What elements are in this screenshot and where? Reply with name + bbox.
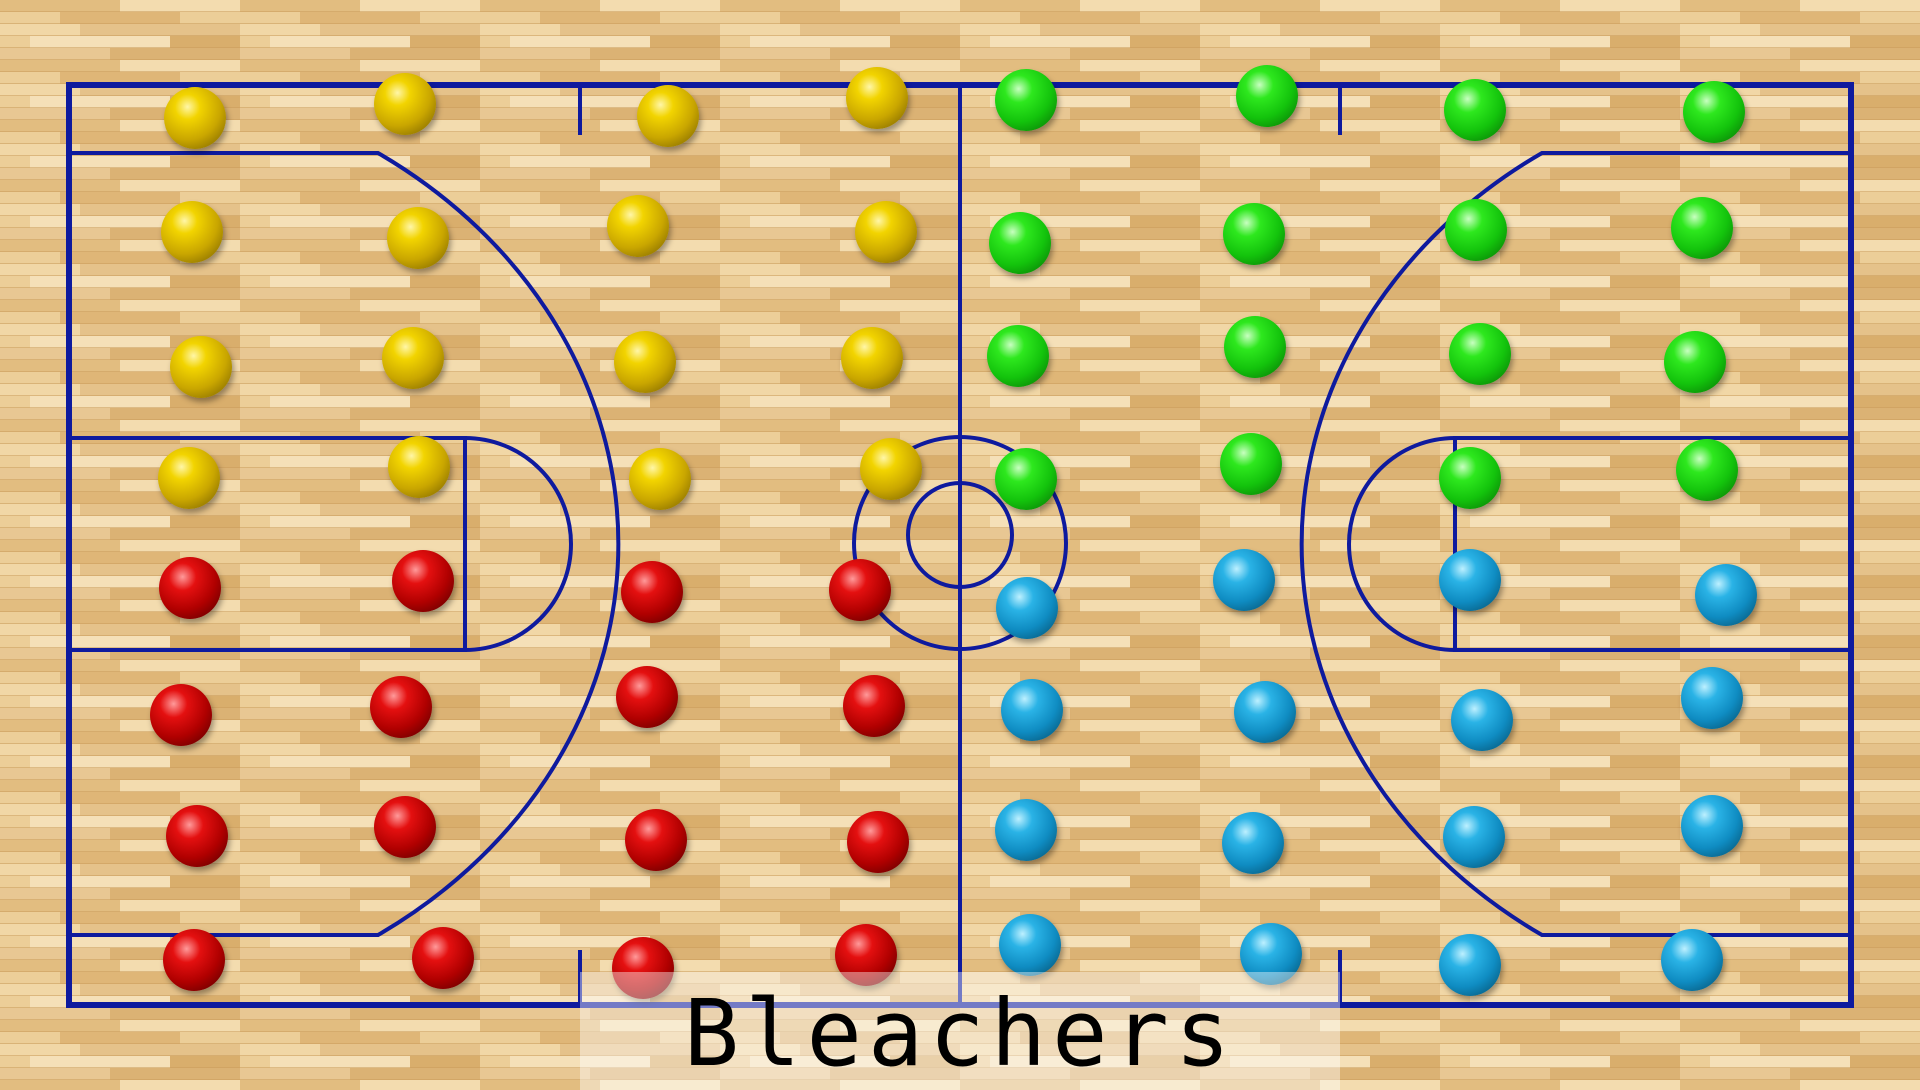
yellow-ball-2[interactable] — [374, 73, 436, 135]
bleachers-area[interactable]: Bleachers — [580, 972, 1340, 1090]
green-ball-1[interactable] — [995, 69, 1057, 131]
yellow-ball-8[interactable] — [855, 201, 917, 263]
yellow-ball-3[interactable] — [637, 85, 699, 147]
red-ball-10[interactable] — [374, 796, 436, 858]
left-free-throw-arc — [464, 436, 573, 652]
red-ball-4[interactable] — [829, 559, 891, 621]
green-ball-10[interactable] — [1224, 316, 1286, 378]
green-ball-5[interactable] — [989, 212, 1051, 274]
left-three-point-line — [69, 151, 621, 937]
red-ball-6[interactable] — [370, 676, 432, 738]
right-key — [1453, 436, 1853, 652]
blue-ball-3[interactable] — [1439, 549, 1501, 611]
red-ball-3[interactable] — [621, 561, 683, 623]
green-ball-4[interactable] — [1683, 81, 1745, 143]
red-ball-5[interactable] — [150, 684, 212, 746]
blue-ball-13[interactable] — [999, 914, 1061, 976]
red-ball-14[interactable] — [412, 927, 474, 989]
blue-ball-15[interactable] — [1439, 934, 1501, 996]
center-circle-outer — [852, 435, 1068, 651]
green-ball-7[interactable] — [1445, 199, 1507, 261]
red-ball-11[interactable] — [625, 809, 687, 871]
red-ball-1[interactable] — [159, 557, 221, 619]
green-ball-11[interactable] — [1449, 323, 1511, 385]
red-ball-16[interactable] — [835, 924, 897, 986]
red-ball-15[interactable] — [612, 937, 674, 999]
right-free-throw-arc — [1347, 436, 1456, 652]
green-ball-15[interactable] — [1439, 447, 1501, 509]
red-ball-12[interactable] — [847, 811, 909, 873]
red-ball-8[interactable] — [843, 675, 905, 737]
red-ball-13[interactable] — [163, 929, 225, 991]
green-ball-14[interactable] — [1220, 433, 1282, 495]
blue-ball-11[interactable] — [1443, 806, 1505, 868]
blue-ball-1[interactable] — [996, 577, 1058, 639]
blue-ball-14[interactable] — [1240, 923, 1302, 985]
blue-ball-5[interactable] — [1001, 679, 1063, 741]
yellow-ball-7[interactable] — [607, 195, 669, 257]
yellow-ball-4[interactable] — [846, 67, 908, 129]
left-key — [67, 436, 467, 652]
green-ball-9[interactable] — [987, 325, 1049, 387]
green-ball-16[interactable] — [1676, 439, 1738, 501]
green-ball-2[interactable] — [1236, 65, 1298, 127]
yellow-ball-10[interactable] — [382, 327, 444, 389]
green-ball-13[interactable] — [995, 448, 1057, 510]
red-ball-9[interactable] — [166, 805, 228, 867]
blue-ball-10[interactable] — [1222, 812, 1284, 874]
yellow-ball-15[interactable] — [629, 448, 691, 510]
yellow-ball-11[interactable] — [614, 331, 676, 393]
green-ball-12[interactable] — [1664, 331, 1726, 393]
yellow-ball-1[interactable] — [164, 87, 226, 149]
yellow-ball-13[interactable] — [158, 447, 220, 509]
blue-ball-4[interactable] — [1695, 564, 1757, 626]
red-ball-2[interactable] — [392, 550, 454, 612]
yellow-ball-9[interactable] — [170, 336, 232, 398]
green-ball-3[interactable] — [1444, 79, 1506, 141]
blue-ball-9[interactable] — [995, 799, 1057, 861]
yellow-ball-6[interactable] — [387, 207, 449, 269]
blue-ball-12[interactable] — [1681, 795, 1743, 857]
blue-ball-8[interactable] — [1681, 667, 1743, 729]
blue-ball-2[interactable] — [1213, 549, 1275, 611]
blue-ball-7[interactable] — [1451, 689, 1513, 751]
blue-ball-16[interactable] — [1661, 929, 1723, 991]
yellow-ball-16[interactable] — [860, 438, 922, 500]
blue-ball-6[interactable] — [1234, 681, 1296, 743]
bleachers-label: Bleachers — [683, 980, 1237, 1087]
green-ball-6[interactable] — [1223, 203, 1285, 265]
yellow-ball-5[interactable] — [161, 201, 223, 263]
center-circle-inner — [906, 481, 1014, 589]
yellow-ball-14[interactable] — [388, 436, 450, 498]
red-ball-7[interactable] — [616, 666, 678, 728]
yellow-ball-12[interactable] — [841, 327, 903, 389]
green-ball-8[interactable] — [1671, 197, 1733, 259]
right-three-point-line — [1299, 151, 1851, 937]
